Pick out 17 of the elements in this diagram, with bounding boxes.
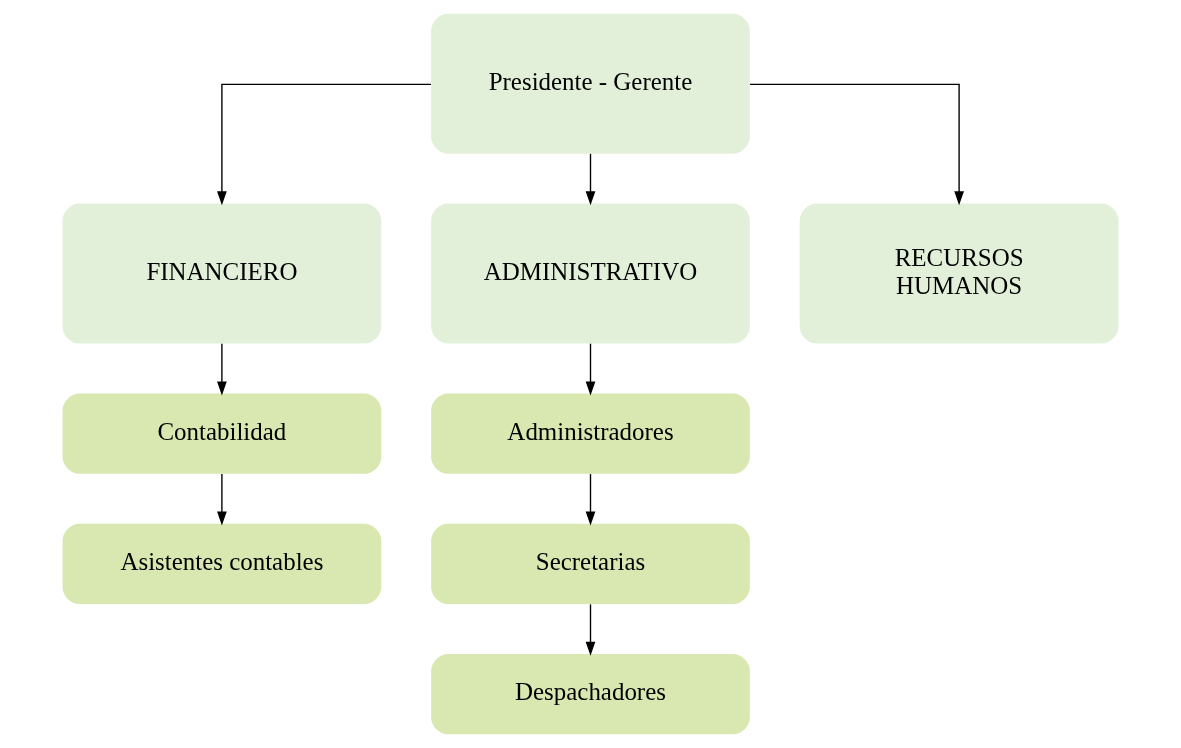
node-box: ADMINISTRATIVO <box>431 203 750 344</box>
node-box: Presidente - Gerente <box>431 13 750 154</box>
node-box: FINANCIERO <box>62 203 382 344</box>
node-box: Administradores <box>431 393 750 474</box>
arrow <box>585 343 596 396</box>
node-box: Asistentes contables <box>62 523 382 605</box>
arrow <box>217 473 227 526</box>
arrow <box>585 473 596 526</box>
node-box: Secretarias <box>431 523 750 605</box>
node-box: Despachadores <box>431 653 750 735</box>
node-box: RECURSOS HUMANOS <box>799 203 1119 344</box>
arrow <box>585 153 596 206</box>
arrow <box>585 603 596 656</box>
arrow <box>217 343 227 396</box>
arrow <box>749 83 964 206</box>
arrow <box>217 83 432 206</box>
node-box: Contabilidad <box>62 393 382 474</box>
